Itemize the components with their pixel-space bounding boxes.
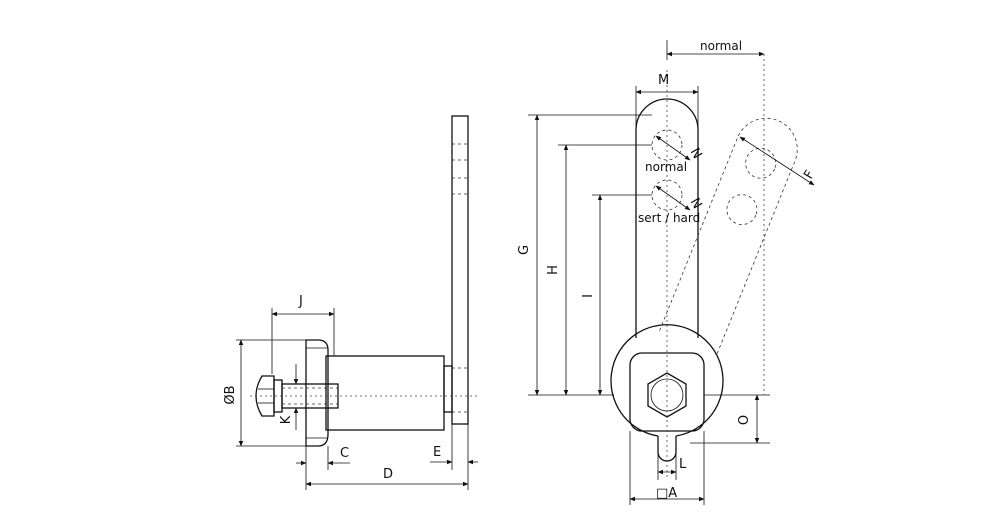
boss [610, 324, 724, 437]
side-view: J ØB K C D E [223, 115, 478, 490]
plate [451, 115, 469, 425]
label-H: H [546, 265, 561, 275]
arm-outline [635, 98, 699, 338]
label-F: F [801, 168, 818, 182]
label-G: G [517, 245, 532, 255]
label-M: M [658, 73, 669, 88]
flange [305, 339, 329, 447]
label-D: D [383, 467, 393, 482]
label-normal-top: normal [700, 39, 742, 53]
label-sert-hard: sert / hard [638, 211, 700, 225]
label-A: □A [656, 486, 677, 501]
front-view: normal M N normal N sert / hard F G H I … [517, 39, 818, 505]
label-L: L [679, 457, 687, 472]
label-K: K [279, 415, 294, 424]
label-J: J [298, 294, 303, 309]
label-normal-hole: normal [645, 160, 687, 174]
label-C: C [340, 446, 349, 461]
label-O: O [737, 415, 752, 425]
label-B: ØB [223, 385, 238, 404]
bolt-head [255, 375, 275, 417]
cylinder-body [325, 355, 445, 431]
label-E: E [433, 445, 441, 460]
label-I: I [581, 294, 596, 298]
